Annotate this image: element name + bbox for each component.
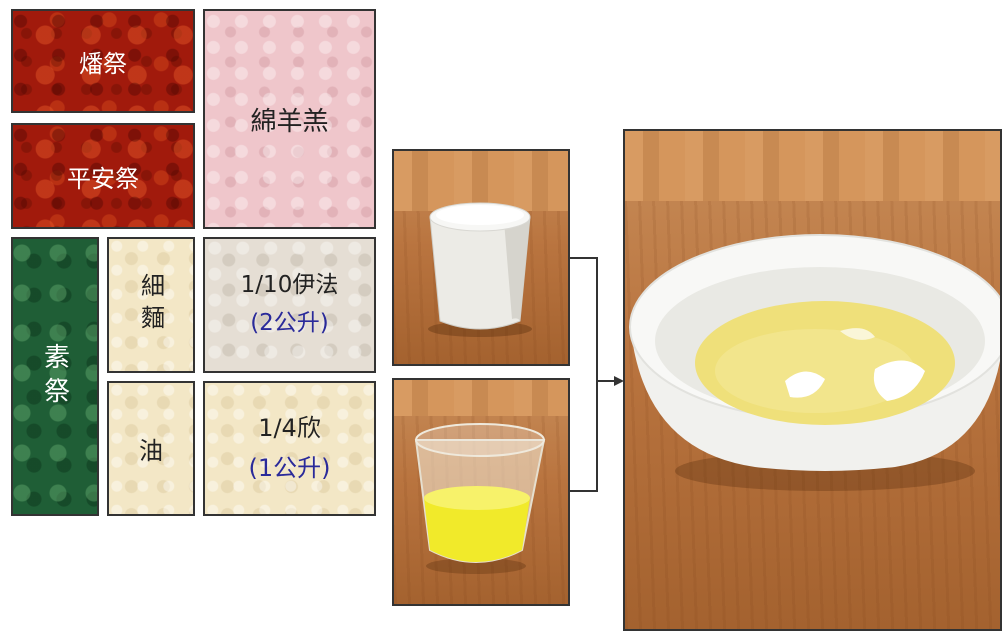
oil-cup-photo [392,378,570,606]
grain-offering-label: 素祭 [39,342,70,411]
flour-liters-text: (2公升) [250,310,329,336]
oil-box: 油 [107,381,195,516]
fine-flour-label: 細麵 [136,273,165,337]
arrow-head-icon [614,376,624,386]
oil-amount-text: 1/4欣 [258,413,321,442]
oil-liters-text: (1公升) [248,453,331,482]
peace-offering-box: 平安祭 [11,123,195,229]
oil-label: 油 [139,437,163,465]
flour-amount-box: 1/10伊法 (2公升) [203,237,376,373]
mixture-bowl-photo [623,129,1002,631]
lamb-box: 綿羊羔 [203,9,376,229]
burnt-offering-box: 燔祭 [11,9,195,113]
bowl-icon [629,234,1000,491]
flour-cup-icon [428,202,532,337]
oil-cup-icon [414,423,546,574]
peace-offering-label: 平安祭 [67,164,139,193]
flour-cup-photo [392,149,570,366]
grain-offering-box: 素祭 [11,237,99,516]
lamb-label: 綿羊羔 [250,106,329,137]
flour-amount-text: 1/10伊法 [240,272,339,299]
burnt-offering-label: 燔祭 [79,49,127,78]
fine-flour-box: 細麵 [107,237,195,373]
oil-amount-box: 1/4欣 (1公升) [203,381,376,516]
